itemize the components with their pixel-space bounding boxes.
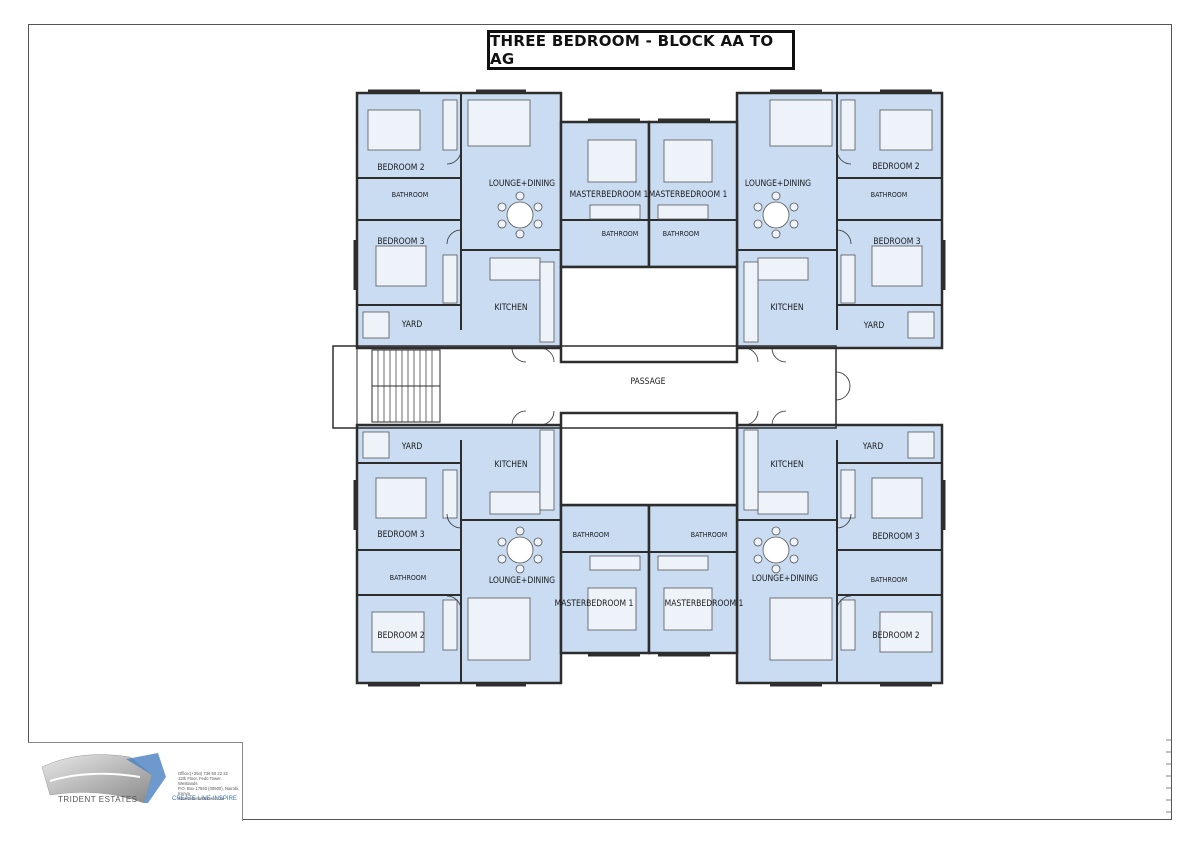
furniture bbox=[362, 99, 935, 661]
master-bottom-right bbox=[647, 503, 739, 655]
drawing-sheet bbox=[28, 24, 1172, 820]
interior-walls bbox=[357, 93, 942, 683]
label-bathroom-tl: BATHROOM bbox=[392, 191, 428, 199]
label-passage: PASSAGE bbox=[630, 377, 665, 387]
label-kitchen-tl: KITCHEN bbox=[494, 303, 527, 313]
courtyard-bottom bbox=[559, 411, 739, 507]
master-bottom-left bbox=[559, 503, 651, 655]
label-yard-tr: YARD bbox=[863, 321, 885, 331]
dining-sets bbox=[497, 191, 799, 574]
label-bath-master-tr: BATHROOM bbox=[663, 230, 699, 238]
logo-contact: Office:(+254) 736 50 22 22 12th Floor, F… bbox=[178, 771, 240, 801]
label-bath-master-br: BATHROOM bbox=[691, 531, 727, 539]
logo-name: TRIDENT ESTATES bbox=[58, 795, 138, 804]
label-yard-bl: YARD bbox=[401, 442, 423, 452]
label-master-tl: MASTERBEDROOM 1 bbox=[570, 190, 649, 200]
label-lounge-bl: LOUNGE+DINING bbox=[489, 576, 555, 586]
contact-line: www.tridentestates.co.ke bbox=[178, 796, 225, 801]
label-bedroom3-tr: BEDROOM 3 bbox=[873, 237, 920, 247]
label-master-tr: MASTERBEDROOM 1 bbox=[649, 190, 728, 200]
label-master-br: MASTERBEDROOM 1 bbox=[665, 599, 744, 609]
plan-title: THREE BEDROOM - BLOCK AA TO AG bbox=[487, 30, 795, 70]
windows bbox=[353, 89, 946, 687]
label-bedroom2-tr: BEDROOM 2 bbox=[872, 162, 919, 172]
label-yard-tl: YARD bbox=[401, 320, 423, 330]
label-bath-master-tl: BATHROOM bbox=[602, 230, 638, 238]
label-master-bl: MASTERBEDROOM 1 bbox=[555, 599, 634, 609]
label-bedroom3-br: BEDROOM 3 bbox=[872, 532, 919, 542]
label-bathroom-br: BATHROOM bbox=[871, 576, 907, 584]
label-lounge-tr: LOUNGE+DINING bbox=[745, 179, 811, 189]
label-yard-br: YARD bbox=[862, 442, 884, 452]
label-lounge-tl: LOUNGE+DINING bbox=[489, 179, 555, 189]
label-kitchen-tr: KITCHEN bbox=[770, 303, 803, 313]
contact-line: P.O. Box 17550 (00600), Nairobi, Kenya bbox=[178, 786, 240, 796]
logo-tagline: CREATE·LIVE·INSPIRE bbox=[172, 796, 237, 802]
room-labels: BEDROOM 2 BATHROOM BEDROOM 3 YARD LOUNGE… bbox=[377, 162, 920, 641]
contact-line: 12th Floor, Fedo Tower, Westlands bbox=[178, 776, 222, 786]
label-bedroom2-bl: BEDROOM 2 bbox=[377, 631, 424, 641]
staircase bbox=[332, 345, 441, 429]
label-lounge-br: LOUNGE+DINING bbox=[752, 574, 818, 584]
trident-logo-icon bbox=[41, 753, 166, 804]
label-bedroom2-tl: BEDROOM 2 bbox=[377, 163, 424, 173]
sheet-ticks bbox=[1166, 739, 1172, 813]
contact-line: Office:(+254) 736 50 22 22 bbox=[178, 771, 228, 776]
label-kitchen-bl: KITCHEN bbox=[494, 460, 527, 470]
label-bedroom3-bl: BEDROOM 3 bbox=[377, 530, 424, 540]
company-logo-block: TRIDENT ESTATES CREATE·LIVE·INSPIRE Offi… bbox=[28, 742, 243, 821]
courtyard-top bbox=[559, 265, 739, 364]
label-bathroom-bl: BATHROOM bbox=[390, 574, 426, 582]
label-bath-master-bl: BATHROOM bbox=[573, 531, 609, 539]
label-bedroom3-tl: BEDROOM 3 bbox=[377, 237, 424, 247]
label-bedroom2-br: BEDROOM 2 bbox=[872, 631, 919, 641]
door-swings bbox=[446, 149, 852, 611]
label-kitchen-br: KITCHEN bbox=[770, 460, 803, 470]
label-bathroom-tr: BATHROOM bbox=[871, 191, 907, 199]
